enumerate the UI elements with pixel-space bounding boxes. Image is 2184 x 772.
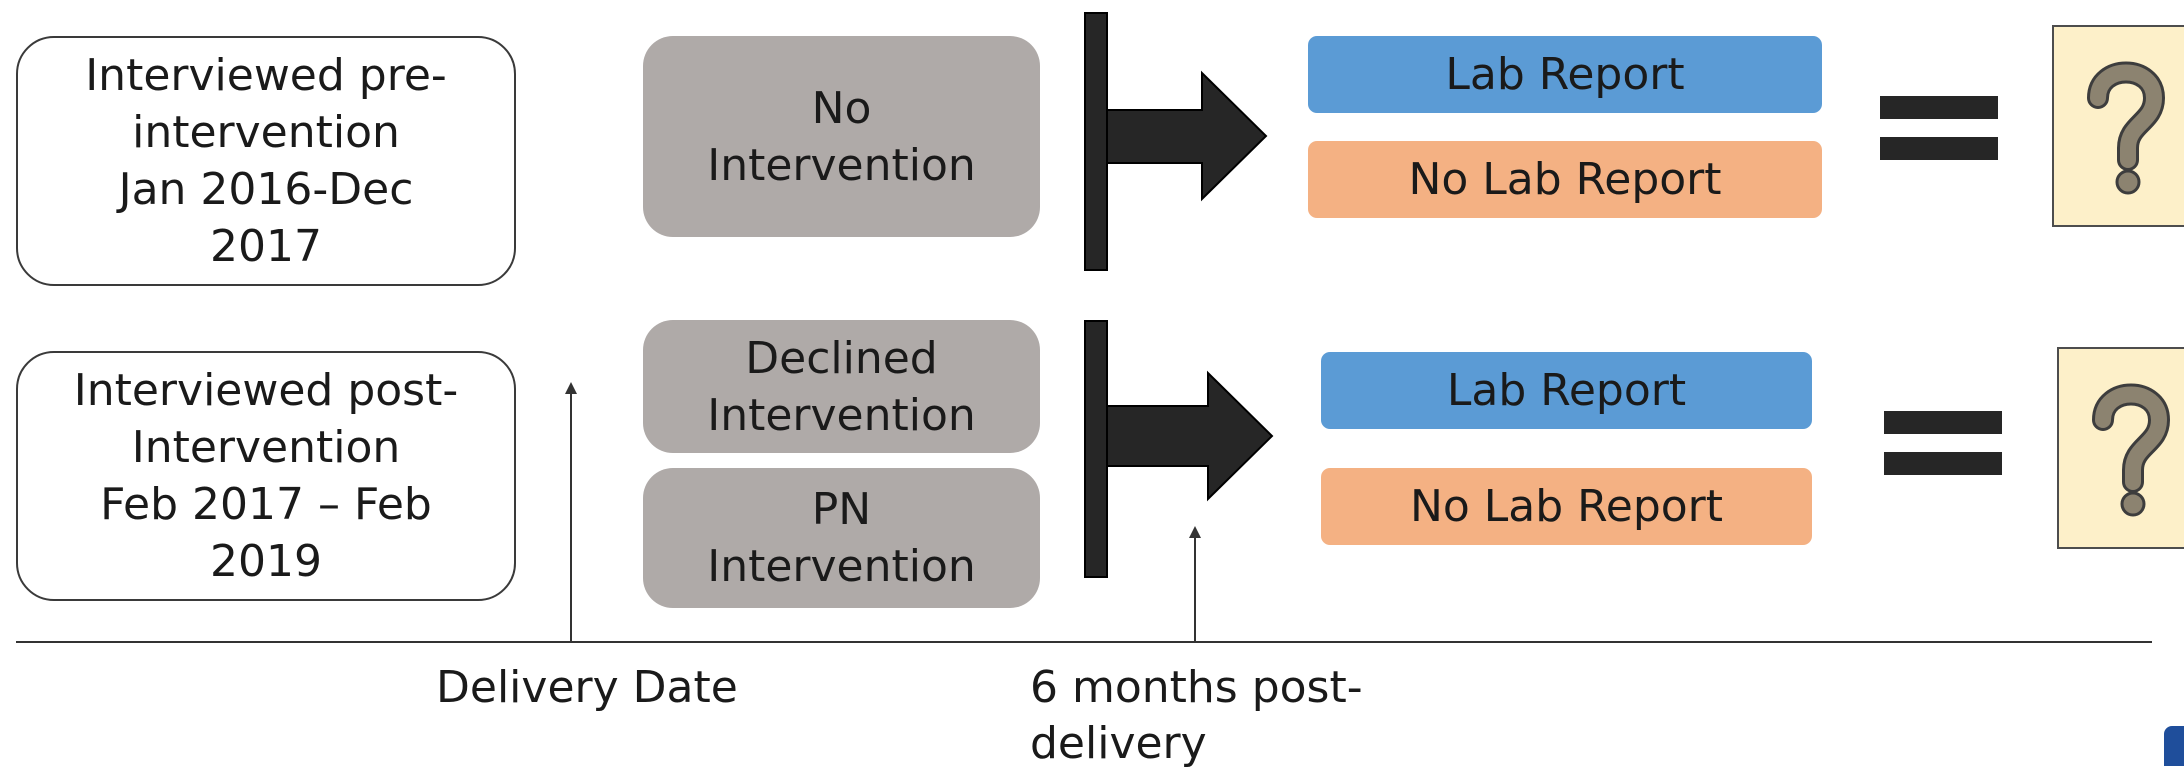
question-mark-icon xyxy=(2087,61,2166,195)
equals-sign xyxy=(1884,411,2002,475)
outcome-label: Lab Report xyxy=(1446,365,1687,416)
cohort-line: Feb 2017 – Feb xyxy=(100,479,432,530)
outcome-label: Lab Report xyxy=(1445,49,1685,100)
arrow-head xyxy=(1106,370,1274,502)
delivery-date-pointer-head xyxy=(565,382,577,394)
equals-bar xyxy=(1880,96,1998,119)
outcome-lab-report: Lab Report xyxy=(1321,352,1812,429)
follow-up-arrow-post xyxy=(1084,320,1274,578)
status-line: Declined xyxy=(745,332,938,384)
cohort-line: intervention xyxy=(132,107,400,158)
status-line: Intervention xyxy=(707,389,976,441)
equals-bar xyxy=(1880,137,1998,160)
status-declined-intervention: Declined Intervention xyxy=(643,320,1040,453)
cohort-post-intervention: Interviewed post- Intervention Feb 2017 … xyxy=(16,351,516,601)
unknown-result-panel: ? xyxy=(2057,347,2184,549)
outcome-label: No Lab Report xyxy=(1408,154,1722,205)
six-month-pointer-head xyxy=(1189,526,1201,538)
delivery-date-label: Delivery Date xyxy=(436,662,738,713)
cohort-line: Interviewed pre- xyxy=(85,50,447,101)
cohort-line: Interviewed post- xyxy=(73,365,459,416)
cohort-line: Jan 2016-Dec xyxy=(118,164,414,215)
outcome-lab-report: Lab Report xyxy=(1308,36,1822,113)
cohort-line: 2019 xyxy=(210,536,322,587)
status-pn-intervention: PN Intervention xyxy=(643,468,1040,608)
equals-bar xyxy=(1884,452,2002,475)
unknown-result-panel: ? xyxy=(2052,25,2184,227)
cohort-line: 2017 xyxy=(210,221,322,272)
cohort-line: Intervention xyxy=(131,422,401,473)
equals-sign xyxy=(1880,96,1998,160)
follow-up-arrow-pre xyxy=(1084,12,1268,271)
question-mark-icon xyxy=(2092,383,2171,517)
arrow-head xyxy=(1106,70,1268,202)
six-month-label: 6 months post- delivery xyxy=(1030,660,1363,772)
timeline xyxy=(16,382,2152,643)
six-month-label-line: delivery xyxy=(1030,718,1207,769)
status-line: Intervention xyxy=(707,541,976,592)
equals-bar xyxy=(1884,411,2002,434)
status-line: PN xyxy=(811,484,872,535)
status-line: No xyxy=(811,82,872,134)
outcome-label: No Lab Report xyxy=(1409,481,1724,532)
six-month-label-line: 6 months post- xyxy=(1030,662,1363,713)
arrow-bar xyxy=(1084,12,1108,271)
status-no-intervention: No Intervention xyxy=(643,36,1040,237)
outcome-no-lab-report: No Lab Report xyxy=(1321,468,1812,545)
cohort-pre-intervention: Interviewed pre- intervention Jan 2016-D… xyxy=(16,36,516,286)
status-line: Intervention xyxy=(707,139,976,191)
slide-corner-mark xyxy=(2164,726,2184,766)
outcome-no-lab-report: No Lab Report xyxy=(1308,141,1822,218)
